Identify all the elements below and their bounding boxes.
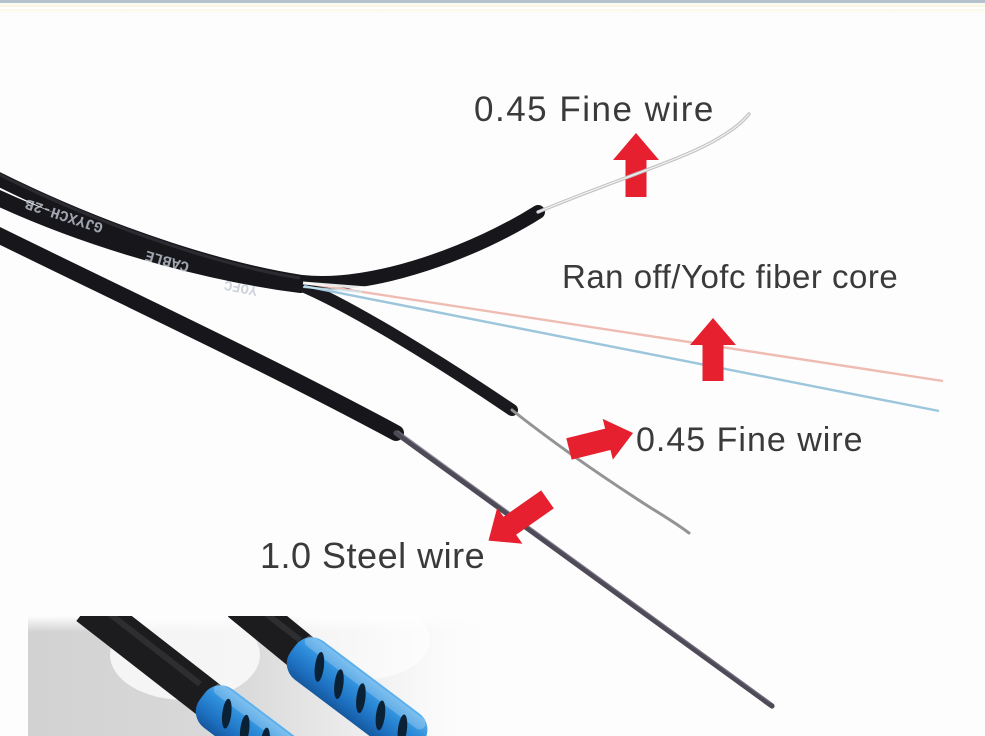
inset-cable-left (76, 616, 226, 719)
fine-wire-top-core (537, 113, 750, 213)
steel-wire-highlight (397, 430, 771, 703)
arrow-up-icon (613, 133, 659, 197)
inset-boot-left-slots (221, 698, 270, 736)
label-fine-wire-top: 0.45 Fine wire (474, 90, 715, 129)
label-fine-wire-middle: 0.45 Fine wire (636, 421, 864, 459)
cable-jacket-steel-branch (0, 227, 404, 441)
inset-boot-right-slots (314, 651, 408, 736)
cable-jacket-upper-half (0, 172, 545, 290)
cable-jacket-middle-branch (294, 279, 518, 416)
cable-sheen (0, 173, 301, 280)
inset-boot-left (195, 683, 315, 736)
fiber-core-blue (303, 284, 940, 413)
inset-boot-right (286, 635, 428, 736)
label-steel-wire: 1.0 Steel wire (260, 535, 486, 576)
fiber-highlight-blue (302, 286, 363, 293)
inset-photo (28, 616, 498, 736)
inset-cable-right-highlight (264, 616, 302, 643)
arrow-up-icon (690, 318, 736, 381)
fine-wire-middle (510, 408, 691, 535)
fiber-highlight (302, 281, 381, 291)
fiber-core-pink (303, 281, 944, 383)
steel-wire (393, 430, 775, 709)
cable-print-fragment-3: YOFC (222, 276, 259, 298)
label-fiber-core: Ran off/Yofc fiber core (562, 258, 899, 295)
inset-cable-left-highlight (107, 616, 202, 687)
arrow-right-icon (566, 418, 634, 460)
arrow-down-left-icon (488, 490, 554, 544)
